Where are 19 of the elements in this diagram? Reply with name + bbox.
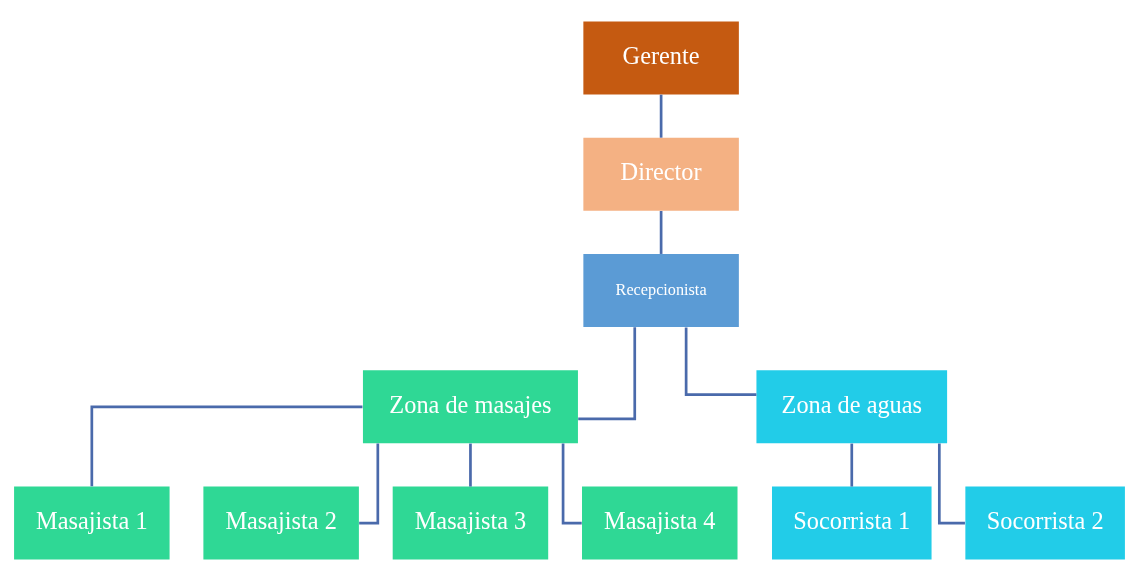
node-box: Masajista 2 xyxy=(203,486,359,560)
connector xyxy=(850,443,854,487)
node-box: Director xyxy=(583,137,739,211)
connector xyxy=(684,327,757,396)
node-box: Masajista 1 xyxy=(14,486,170,560)
connector xyxy=(659,210,663,254)
node-box: Gerente xyxy=(583,20,739,94)
node-box: Masajista 3 xyxy=(392,486,549,560)
connector xyxy=(938,443,965,524)
node-box: Recepcionista xyxy=(583,253,739,327)
node-box: Socorrista 1 xyxy=(772,486,932,560)
node-box: Zona de aguas xyxy=(756,369,948,443)
connector xyxy=(90,404,363,486)
connector xyxy=(659,94,663,138)
connector xyxy=(578,326,637,420)
node-box: Masajista 4 xyxy=(582,486,738,560)
connector xyxy=(469,443,472,487)
node-box: Socorrista 2 xyxy=(965,486,1125,560)
node-box: Zona de masajes xyxy=(362,369,578,443)
